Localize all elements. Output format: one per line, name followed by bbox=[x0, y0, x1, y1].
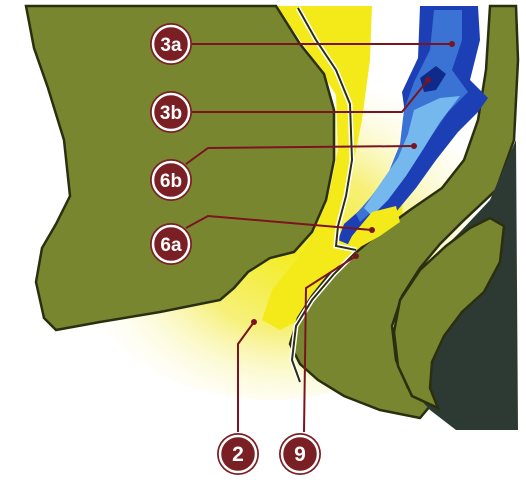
callout-6a: 6a bbox=[150, 223, 192, 265]
right-tissue bbox=[288, 4, 520, 420]
blue-notch bbox=[420, 66, 446, 92]
callout-badge-6b bbox=[151, 160, 191, 200]
leader-dot-2 bbox=[251, 319, 257, 325]
callout-2: 2 bbox=[217, 433, 259, 475]
callout-6b: 6b bbox=[150, 159, 192, 201]
leader-dot-9 bbox=[353, 253, 359, 259]
callout-label-9: 9 bbox=[294, 443, 306, 466]
leader-line-3b bbox=[192, 79, 429, 113]
callout-label-6a: 6a bbox=[160, 235, 182, 256]
callout-label-3a: 3a bbox=[160, 35, 182, 56]
callout-badge-3b bbox=[151, 92, 191, 132]
callout-9: 9 bbox=[279, 433, 321, 475]
callout-3a: 3a bbox=[150, 23, 192, 65]
callouts: 3a 3b 6b 6a 2 9 bbox=[150, 23, 321, 475]
blue-structure-inner bbox=[364, 96, 460, 216]
leader-dot-3b bbox=[425, 77, 431, 83]
callout-label-2: 2 bbox=[232, 443, 244, 466]
leader-line-9 bbox=[303, 255, 357, 433]
leader-line-6a bbox=[185, 214, 373, 231]
callout-badge-6a bbox=[151, 224, 191, 264]
lower-tissue-lobe bbox=[392, 216, 506, 411]
leader-dot-3a bbox=[449, 41, 455, 47]
blue-structure-middle bbox=[356, 10, 468, 222]
callout-label-6b: 6b bbox=[160, 171, 182, 192]
callout-badge-9 bbox=[280, 434, 320, 474]
yellow-tip bbox=[346, 206, 400, 248]
callout-label-3b: 3b bbox=[160, 103, 182, 124]
canal-outline-dark bbox=[297, 7, 357, 251]
leader-lines bbox=[185, 41, 455, 433]
lower-canal-outline-dark bbox=[290, 251, 357, 383]
callout-badge-2 bbox=[218, 434, 258, 474]
callout-badge-3a bbox=[151, 24, 191, 64]
leader-dot-6b bbox=[411, 143, 417, 149]
callout-3b: 3b bbox=[150, 91, 192, 133]
leader-line-2 bbox=[237, 321, 255, 432]
leader-dot-6a bbox=[369, 227, 375, 233]
leader-line-6b bbox=[185, 145, 415, 165]
